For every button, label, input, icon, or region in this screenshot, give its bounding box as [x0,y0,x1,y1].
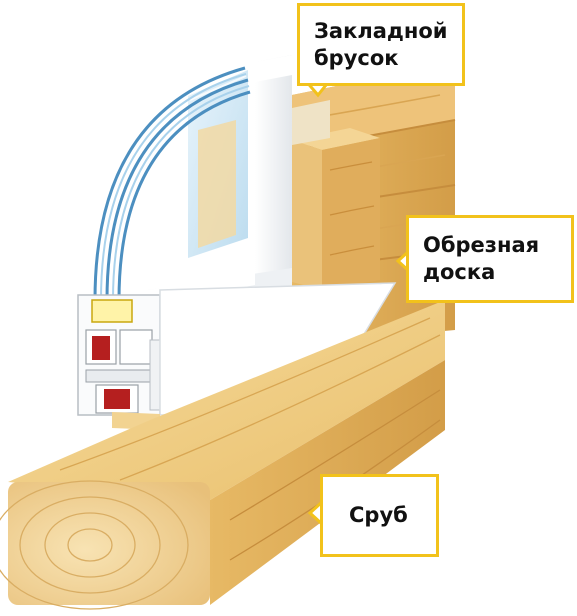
label-timber-block: Закладной брусок [314,18,448,70]
glazing-arcs [93,66,251,301]
label-edged-board: Обрезная доска [423,233,540,284]
glass-pane [188,70,248,258]
callout-timber-block: Закладной брусок [297,3,465,86]
timber-block [292,100,380,290]
label-log-frame: Сруб [349,503,408,527]
pvc-profile-section [77,294,169,416]
end-grain-rings [0,480,189,610]
callout-edged-board: Обрезная доска [406,215,574,303]
callout-log-frame: Сруб [320,474,439,557]
